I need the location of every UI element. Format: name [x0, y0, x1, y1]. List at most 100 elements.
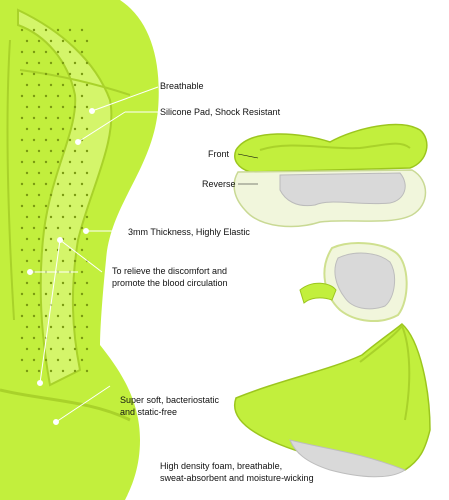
- breathing-hole: [32, 292, 36, 296]
- breathing-hole: [80, 226, 84, 230]
- breathing-hole: [73, 325, 77, 329]
- breathing-hole: [44, 204, 48, 208]
- breathing-hole: [56, 358, 60, 362]
- breathing-hole: [25, 39, 29, 43]
- breathing-hole: [80, 270, 84, 274]
- large-pad-lower-ridge: [0, 388, 131, 422]
- breathing-hole: [68, 292, 72, 296]
- breathing-hole: [49, 61, 53, 65]
- breathing-hole: [56, 116, 60, 120]
- label-soft-line1: Super soft, bacteriostatic: [120, 395, 220, 405]
- breathing-hole: [49, 105, 53, 109]
- label-relieve-line1: To relieve the discomfort and: [112, 266, 228, 276]
- breathing-hole: [85, 149, 89, 153]
- large-pad-left-edge-ridge: [6, 39, 15, 321]
- breathing-hole: [20, 336, 24, 340]
- breathing-hole: [85, 369, 89, 373]
- breathing-hole: [68, 182, 72, 186]
- breathing-hole: [85, 237, 89, 241]
- breathing-hole: [61, 149, 65, 153]
- breathing-hole: [37, 127, 41, 131]
- label-front: Front: [208, 149, 230, 159]
- breathing-hole: [37, 83, 41, 87]
- large-pad-inner-ridge: [17, 8, 113, 387]
- breathing-hole: [49, 149, 53, 153]
- breathing-hole: [68, 226, 72, 230]
- breathing-hole: [37, 171, 41, 175]
- breathing-hole: [61, 325, 65, 329]
- breathing-hole: [20, 160, 24, 164]
- breathing-hole: [49, 325, 53, 329]
- breathing-hole: [25, 61, 29, 65]
- breathing-hole: [56, 28, 60, 32]
- breathing-hole: [61, 303, 65, 307]
- breathing-hole: [49, 281, 53, 285]
- breathing-hole: [80, 358, 84, 362]
- breathing-hole: [85, 215, 89, 219]
- breathing-hole: [25, 369, 29, 373]
- breathing-hole: [25, 83, 29, 87]
- breathing-hole: [20, 292, 24, 296]
- breathing-hole: [56, 94, 60, 98]
- breathing-hole: [20, 116, 24, 120]
- large-pad-body: [0, 0, 159, 500]
- breathing-hole: [49, 259, 53, 263]
- breathing-hole: [49, 347, 53, 351]
- breathing-hole: [56, 226, 60, 230]
- breathing-hole: [32, 138, 36, 142]
- breathing-hole: [25, 237, 29, 241]
- breathing-hole: [20, 226, 24, 230]
- breathing-hole: [44, 358, 48, 362]
- front-pad: [234, 123, 428, 173]
- breathing-hole: [85, 105, 89, 109]
- breathing-hole: [56, 314, 60, 318]
- breathing-hole: [37, 215, 41, 219]
- breathing-hole: [61, 215, 65, 219]
- breathing-hole: [32, 182, 36, 186]
- front-leader: [237, 153, 259, 159]
- breathing-hole: [32, 336, 36, 340]
- breathing-hole: [32, 28, 36, 32]
- breathing-hole: [25, 105, 29, 109]
- breathing-hole: [49, 83, 53, 87]
- breathing-hole: [56, 160, 60, 164]
- breathing-hole: [37, 149, 41, 153]
- large-pad-closeup: [0, 0, 159, 500]
- breathing-hole: [68, 336, 72, 340]
- breathing-hole: [80, 248, 84, 252]
- breathing-hole: [68, 50, 72, 54]
- breathing-hole: [25, 259, 29, 263]
- breathing-hole: [73, 369, 77, 373]
- breathing-hole: [73, 171, 77, 175]
- breathing-hole: [85, 61, 89, 65]
- breathing-hole: [20, 270, 24, 274]
- breathing-hole: [25, 171, 29, 175]
- breathing-hole: [37, 61, 41, 65]
- breathing-hole: [73, 39, 77, 43]
- breathing-hole: [61, 369, 65, 373]
- breathing-hole: [25, 325, 29, 329]
- breathing-hole: [44, 248, 48, 252]
- breathing-hole: [32, 358, 36, 362]
- breathing-holes: [20, 28, 89, 373]
- breathing-hole: [61, 259, 65, 263]
- label-soft-line2: and static-free: [120, 407, 178, 417]
- breathing-hole: [37, 39, 41, 43]
- breathing-hole: [37, 105, 41, 109]
- breathing-hole: [37, 237, 41, 241]
- breathing-hole: [56, 138, 60, 142]
- breathing-hole: [61, 39, 65, 43]
- breathing-hole: [32, 248, 36, 252]
- breathing-hole: [85, 281, 89, 285]
- breathing-hole: [68, 72, 72, 76]
- breathing-hole: [73, 127, 77, 131]
- breathing-hole: [73, 215, 77, 219]
- breathing-hole: [61, 83, 65, 87]
- breathing-hole: [25, 215, 29, 219]
- breathing-hole: [49, 193, 53, 197]
- breathing-hole: [20, 182, 24, 186]
- breathing-hole: [80, 292, 84, 296]
- breathing-hole: [56, 336, 60, 340]
